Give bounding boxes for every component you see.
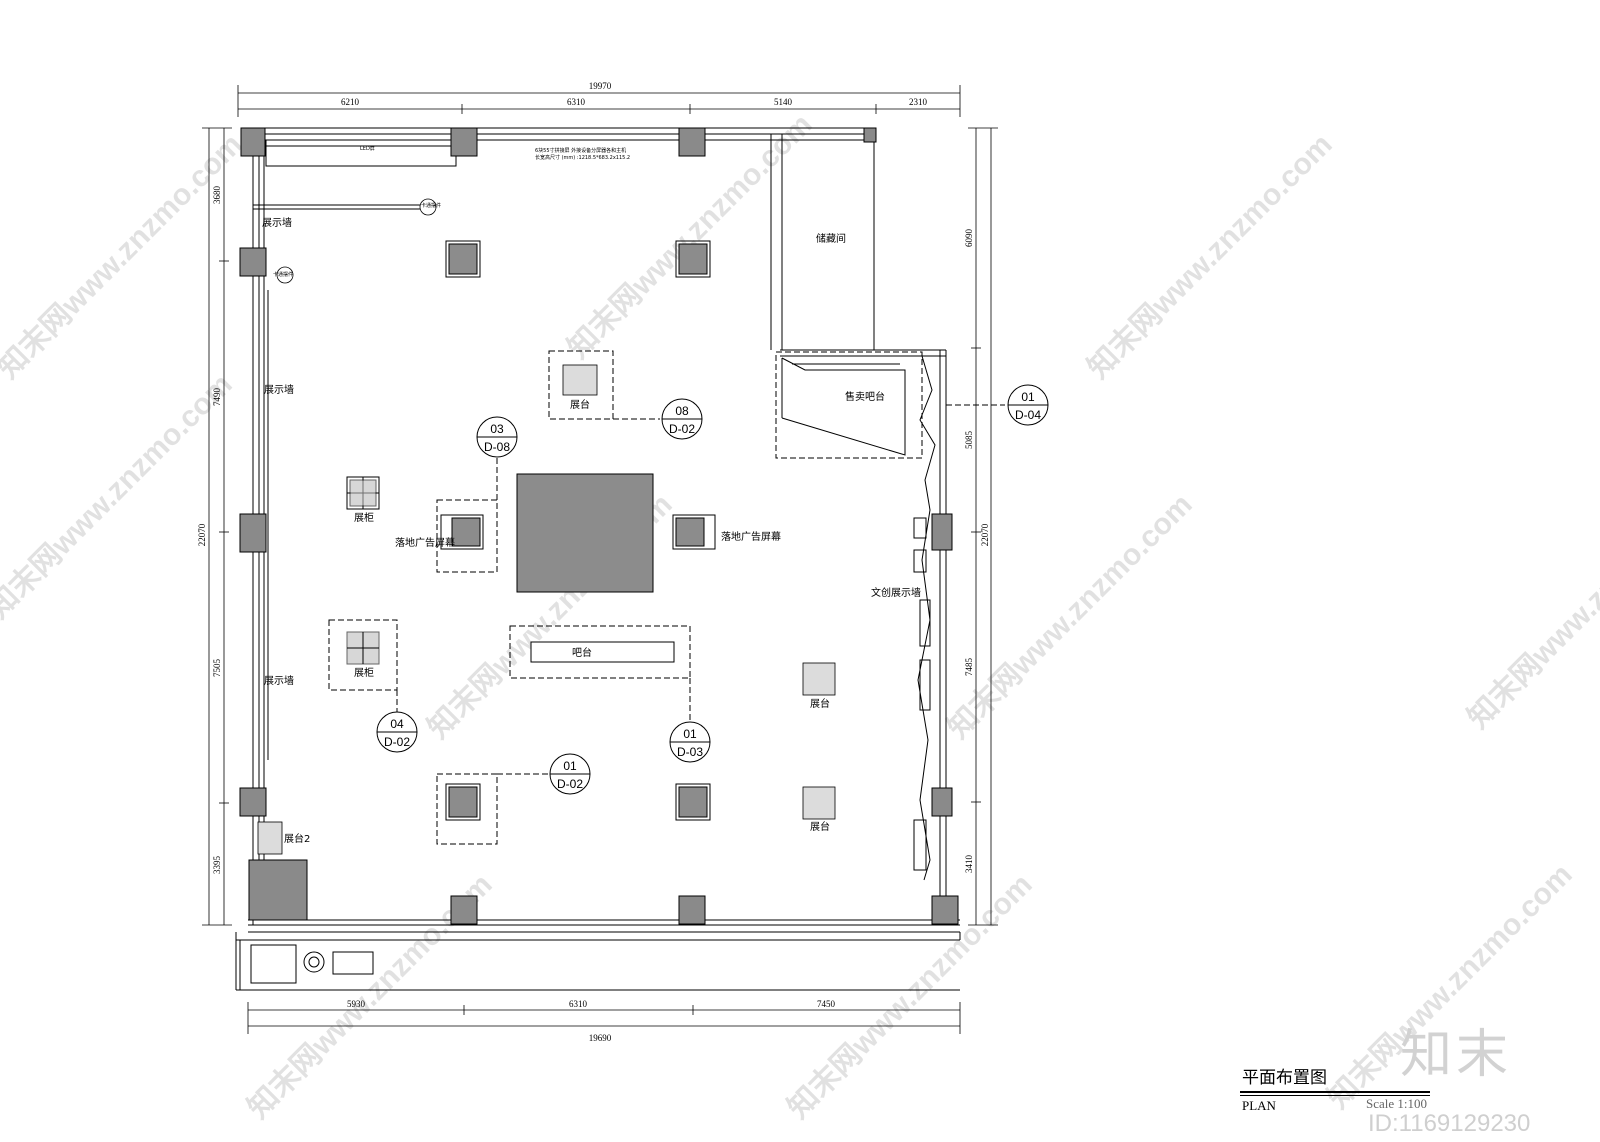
- screen-note: 6块55寸拼接屏 外接设备分屏器各和主机: [535, 147, 626, 154]
- cartoon-figure-label: 卡通摆件: [421, 202, 441, 209]
- brand-watermark: 知末: [1400, 1025, 1513, 1085]
- creative-wall-label: 文创展示墙: [871, 586, 921, 599]
- tag-number: 08: [675, 404, 689, 418]
- dim-top-segment: 6310: [567, 97, 586, 107]
- led-screen-label: LED屏: [360, 146, 375, 152]
- cabinet-label: 展柜: [354, 666, 374, 679]
- image-id-watermark: ID:1169129230: [1368, 1110, 1531, 1137]
- tag-number: 01: [563, 759, 577, 773]
- section-tag: 08 D-02: [661, 398, 703, 440]
- section-tag: 04 D-02: [376, 711, 418, 753]
- dim-left-segment: 3680: [212, 186, 222, 205]
- watermark-text: 知末网www.znzmo.com: [1462, 478, 1600, 735]
- sales-bar-label: 售卖吧台: [845, 390, 885, 403]
- platform-label: 展台2: [284, 832, 310, 845]
- cabinet-label: 展柜: [354, 511, 374, 524]
- tag-number: 01: [683, 727, 697, 741]
- dim-left-segment: 7490: [212, 388, 222, 407]
- title-underline: [1240, 1091, 1430, 1093]
- tag-number: 04: [390, 717, 404, 731]
- dim-right-segment: 6090: [964, 229, 974, 248]
- tag-sheet: D-02: [669, 422, 695, 436]
- display-cabinets: [328, 476, 398, 691]
- cartoon-figure-markers: [276, 198, 437, 284]
- structural-columns: [239, 127, 959, 925]
- dim-right-segment: 7485: [964, 658, 974, 677]
- central-block: [516, 473, 654, 593]
- leader-lines: [396, 404, 1005, 775]
- furniture-stands: [440, 240, 716, 821]
- display-wall-label: 展示墙: [264, 383, 294, 396]
- title-underline: [1240, 1095, 1430, 1096]
- tag-number: 01: [1021, 390, 1035, 404]
- dimension-lines: [202, 85, 998, 1034]
- watermark-text: 知末网www.znzmo.com: [1082, 128, 1339, 385]
- dim-right-segment: 3410: [964, 855, 974, 874]
- platform-label: 展台: [810, 820, 830, 833]
- dim-left-segment: 3395: [212, 856, 222, 875]
- tag-sheet: D-02: [557, 777, 583, 791]
- dim-top-segment: 2310: [909, 97, 928, 107]
- display-wall-label: 展示墙: [264, 674, 294, 687]
- dim-top-total: 19970: [589, 81, 612, 91]
- dim-bottom-segment: 5930: [347, 999, 366, 1009]
- display-wall-label: 展示墙: [262, 216, 292, 229]
- creative-wall-contour: [917, 355, 936, 881]
- section-tag: 01 D-02: [549, 753, 591, 795]
- dim-top-segment: 5140: [774, 97, 793, 107]
- tag-sheet: D-02: [384, 735, 410, 749]
- dim-right-total: 22070: [980, 523, 990, 546]
- watermark-text: 知末网www.znzmo.com: [782, 868, 1039, 1125]
- dim-top-segment: 6210: [341, 97, 360, 107]
- screen-note: 长宽高尺寸 (mm) :1218.5*683.2x115.2: [535, 154, 630, 161]
- tag-sheet: D-04: [1015, 408, 1041, 422]
- section-tag: 01 D-03: [669, 721, 711, 763]
- tag-sheet: D-08: [484, 440, 510, 454]
- drawing-title-en: PLAN: [1242, 1098, 1276, 1113]
- cartoon-figure-label: 卡通摆件: [273, 271, 293, 278]
- storage-room-label: 储藏间: [816, 232, 846, 245]
- section-tag: 03 D-08: [476, 416, 518, 458]
- tag-number: 03: [490, 422, 504, 436]
- bar-label: 吧台: [572, 646, 592, 659]
- ad-screen-label: 落地广告屏幕: [395, 536, 455, 549]
- display-platforms: [257, 350, 836, 855]
- watermark-text: 知末网www.znzmo.com: [0, 368, 239, 625]
- watermark-text: 知末网www.znzmo.com: [0, 128, 249, 385]
- bar-counter: [530, 641, 675, 663]
- platform-label: 展台: [810, 697, 830, 710]
- dashed-zones: [436, 499, 691, 845]
- creative-wall-niches: [913, 517, 931, 871]
- section-tag: 01 D-04: [1007, 384, 1049, 426]
- ad-screen-label: 落地广告屏幕: [721, 530, 781, 543]
- dim-bottom-segment: 7450: [817, 999, 836, 1009]
- dim-left-segment: 7505: [212, 659, 222, 678]
- drawing-title: 平面布置图: [1242, 1068, 1327, 1088]
- sales-bar-area: [775, 351, 923, 459]
- dim-left-total: 22070: [197, 523, 207, 546]
- drawing-scale: Scale 1:100: [1366, 1096, 1428, 1111]
- dim-bottom-segment: 6310: [569, 999, 588, 1009]
- dim-right-segment: 5085: [964, 431, 974, 450]
- dim-bottom-total: 19690: [589, 1033, 612, 1043]
- tag-sheet: D-03: [677, 745, 703, 759]
- platform-label: 展台: [570, 398, 590, 411]
